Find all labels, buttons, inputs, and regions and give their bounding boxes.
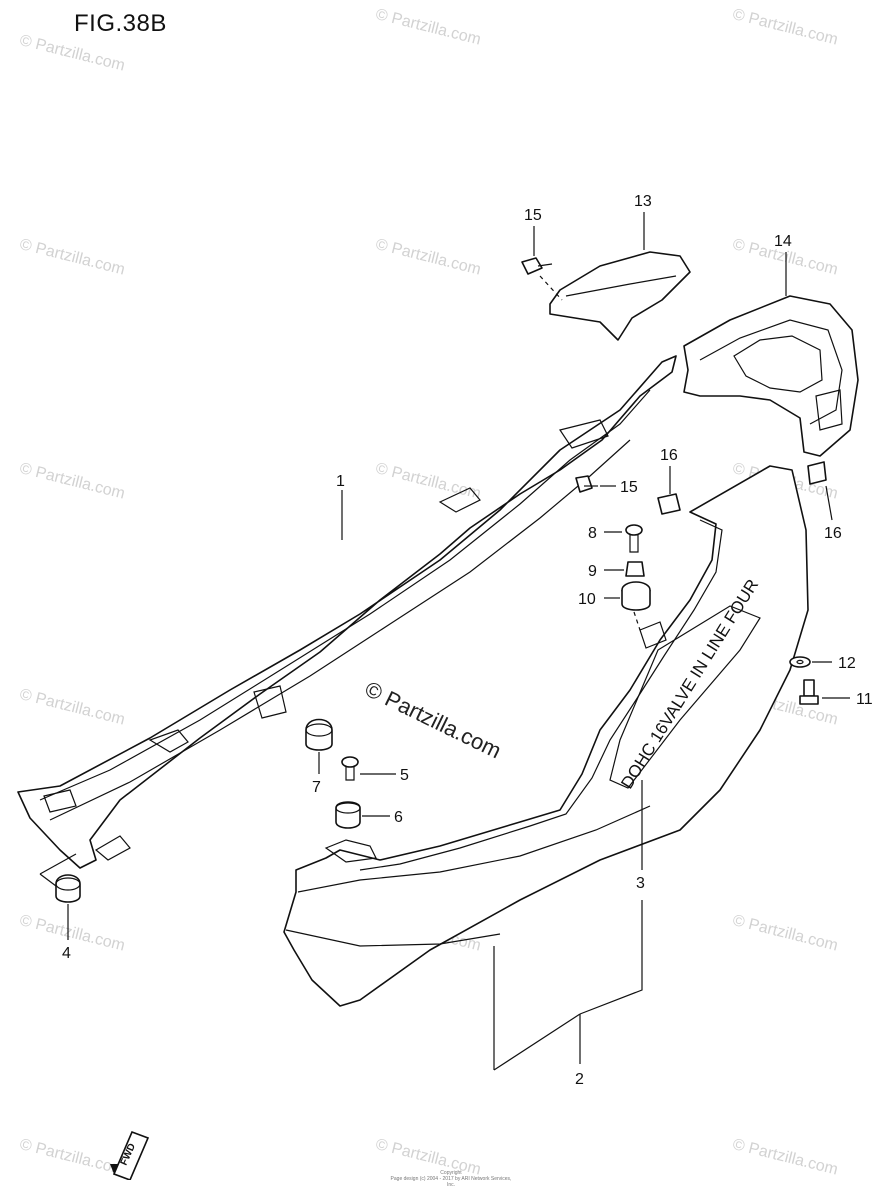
leader-lines	[39, 212, 850, 1071]
part-15-bolt-upper	[521, 257, 553, 275]
part-4-grommet	[55, 874, 81, 903]
callout-12: 12	[838, 655, 856, 672]
footer-line-2: Page design (c) 2004 - 2017 by ARI Netwo…	[390, 1176, 512, 1188]
footer-copyright: Copyright Page design (c) 2004 - 2017 by…	[386, 1170, 516, 1188]
part-3-side-cover: DOHC 16VALVE IN LINE FOUR	[283, 465, 809, 1007]
fwd-arrow-icon: FWD	[110, 1130, 150, 1180]
part-15-bolt-mid	[575, 475, 598, 493]
part-16-clip-left	[657, 493, 681, 515]
callout-5: 5	[400, 767, 409, 784]
callout-16-left: 16	[660, 447, 678, 464]
callout-9: 9	[588, 563, 597, 580]
part-7-grommet	[305, 718, 333, 751]
callout-11: 11	[856, 691, 873, 708]
callout-14: 14	[774, 233, 792, 250]
part-6-nut	[335, 801, 361, 829]
callout-10: 10	[578, 591, 596, 608]
callout-4: 4	[62, 945, 71, 962]
part-16-clip-right	[807, 461, 827, 485]
callout-labels: 1 2 3 4 5 6 7 8 9 10 11 12 13 14 15 15 1…	[62, 193, 873, 1088]
part-10-grommet	[621, 581, 651, 611]
part-9-nut	[625, 561, 645, 577]
callout-7: 7	[312, 779, 321, 796]
callout-16-right: 16	[824, 525, 842, 542]
footer-line-1: Copyright	[440, 1170, 462, 1176]
callout-8: 8	[588, 525, 597, 542]
part-13-cover	[549, 251, 691, 341]
part-11-screw	[799, 679, 819, 705]
callout-1: 1	[336, 473, 345, 490]
callout-15-mid: 15	[620, 479, 638, 496]
callout-3: 3	[636, 875, 645, 892]
callout-6: 6	[394, 809, 403, 826]
part-1-frame-cover	[17, 355, 677, 869]
figure-title: FIG.38B	[74, 10, 167, 37]
part-14-tail-piece	[683, 295, 859, 457]
part-12-washer	[789, 656, 811, 668]
callout-15-upper: 15	[524, 207, 542, 224]
part-5-rivet	[341, 756, 359, 781]
callout-2: 2	[575, 1071, 584, 1088]
callout-13: 13	[634, 193, 652, 210]
part-8-screw	[625, 524, 643, 553]
